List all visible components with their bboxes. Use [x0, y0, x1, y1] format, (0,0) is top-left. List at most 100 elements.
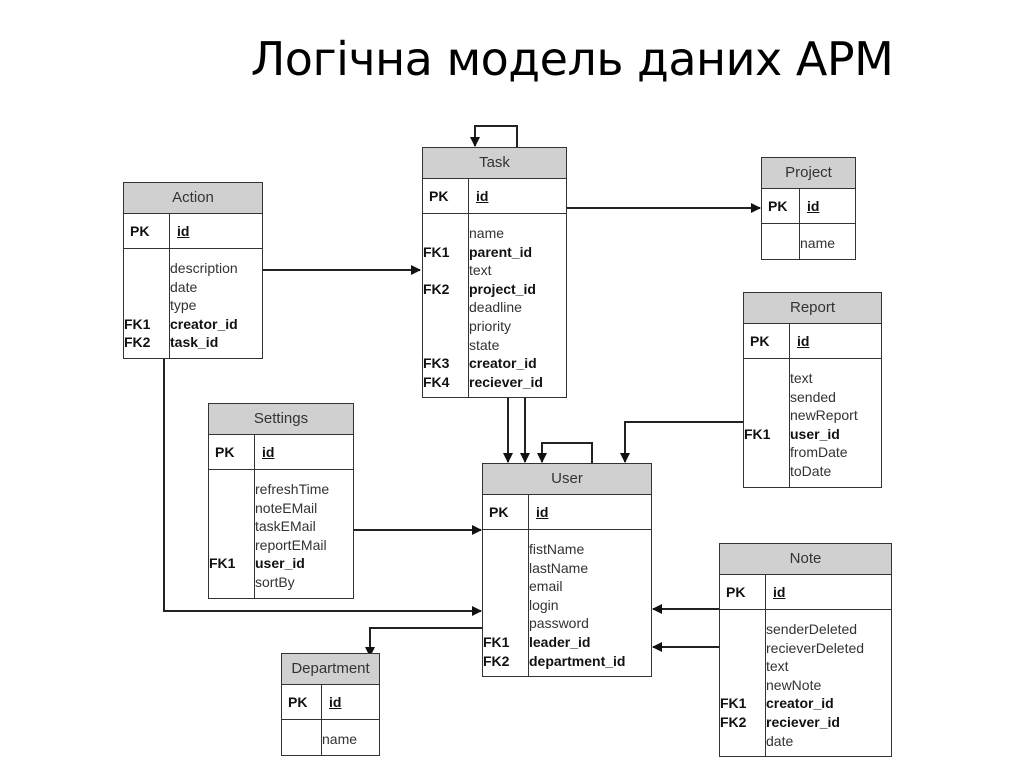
pk-field: id	[262, 444, 275, 460]
field-key-label	[423, 336, 468, 355]
rel-task-parent	[470, 125, 518, 148]
field-key-label	[209, 573, 254, 592]
field-key-label	[483, 596, 528, 615]
key-column: PK	[720, 575, 766, 609]
field-name: name	[800, 235, 836, 251]
field-name: toDate	[790, 462, 832, 479]
field-column: id	[790, 324, 881, 358]
pk-field: id	[773, 584, 786, 600]
field-column: name	[322, 720, 379, 755]
field-key-label	[720, 657, 765, 676]
key-column: PK	[423, 179, 469, 213]
field-key-label	[209, 517, 254, 536]
field-name: taskEMail	[255, 518, 316, 535]
field-column: id	[529, 495, 651, 529]
field-name: creator_id	[766, 695, 834, 712]
field-name: fistName	[529, 541, 585, 557]
field-key-label	[483, 614, 528, 633]
field-name: leader_id	[529, 633, 591, 650]
field-column: id	[766, 575, 891, 609]
field-key-label: FK1	[483, 633, 510, 650]
field-column: id	[800, 189, 855, 223]
key-column: PK	[744, 324, 790, 358]
entity-header: Action	[124, 183, 262, 214]
attributes-row: name	[762, 224, 855, 259]
field-name: sended	[790, 388, 836, 405]
field-name: user_id	[790, 425, 840, 442]
field-name: date	[170, 278, 198, 295]
page-title: Логічна модель даних АРМ	[250, 32, 894, 86]
field-key-label	[282, 730, 321, 749]
field-key-label: FK2	[124, 334, 151, 351]
pk-field: id	[329, 694, 342, 710]
field-key-label	[483, 559, 528, 578]
field-name: email	[529, 578, 563, 595]
entity-header: Note	[720, 544, 891, 575]
pk-field: id	[536, 504, 549, 520]
field-key-label	[124, 278, 169, 297]
field-key-label	[423, 317, 468, 336]
field-key-label	[423, 261, 468, 280]
field-name: login	[529, 596, 559, 613]
field-key-label: FK1	[720, 695, 747, 712]
pk-field: id	[797, 333, 810, 349]
entity-header: Department	[282, 654, 379, 685]
field-key-label: FK2	[720, 713, 747, 730]
attributes-row: name	[282, 720, 379, 755]
field-name: text	[766, 658, 789, 675]
field-name: newNote	[766, 676, 822, 693]
field-key-label	[720, 620, 765, 639]
field-name: text	[790, 370, 813, 386]
field-name: name	[322, 731, 358, 747]
field-key-label	[124, 296, 169, 315]
field-key-label: FK1	[744, 425, 771, 442]
field-key-label	[209, 480, 254, 499]
field-name: text	[469, 262, 492, 279]
field-name: user_id	[255, 555, 305, 572]
key-column: PK	[124, 214, 170, 248]
field-name: department_id	[529, 652, 626, 669]
field-key-label: FK1	[423, 243, 450, 260]
field-column: id	[469, 179, 566, 213]
field-key-label: FK4	[423, 373, 450, 390]
field-key-label	[762, 234, 799, 253]
primary-key-row: PK id	[720, 575, 891, 610]
primary-key-row: PK id	[762, 189, 855, 224]
field-name: senderDeleted	[766, 621, 858, 637]
field-name: password	[529, 615, 589, 632]
field-name: deadline	[469, 299, 522, 316]
field-key-label: FK2	[483, 652, 510, 669]
entity-header: Report	[744, 293, 881, 324]
field-column: id	[255, 435, 353, 469]
rel-user-department	[365, 627, 483, 657]
pk-label: PK	[768, 198, 788, 214]
field-key-label	[744, 462, 789, 481]
key-column: FK1	[744, 359, 790, 487]
field-key-label	[744, 388, 789, 407]
entity-header: Project	[762, 158, 855, 189]
field-key-label	[744, 406, 789, 425]
pk-label: PK	[429, 188, 449, 204]
field-key-label	[483, 540, 528, 559]
key-column: PK	[209, 435, 255, 469]
field-key-label	[209, 499, 254, 518]
